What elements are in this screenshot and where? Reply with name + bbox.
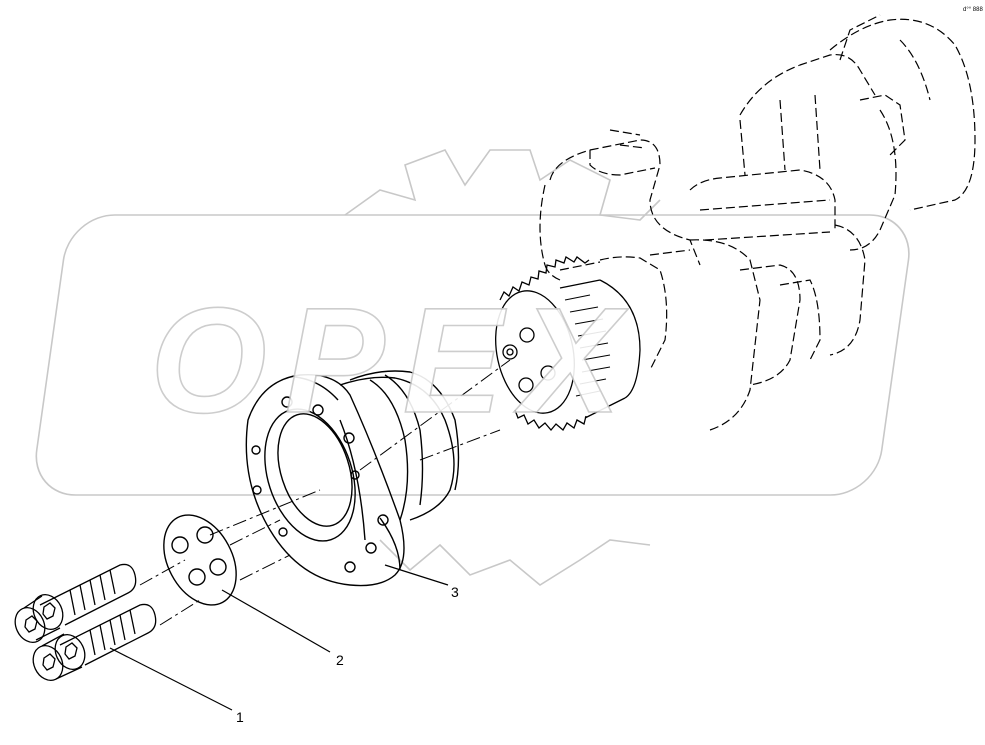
- hub-barrel: [339, 376, 455, 521]
- flange-bolt-hole: [251, 445, 261, 455]
- part-3-hub: [245, 370, 460, 587]
- flange-bolt-hole: [281, 396, 293, 408]
- washer-hole: [188, 568, 206, 586]
- callout-3: 3: [451, 584, 459, 600]
- leader-line-3: [384, 564, 449, 586]
- flange-bolt-hole: [377, 514, 389, 526]
- flange-bolt-hole: [278, 527, 288, 537]
- washer-hole: [171, 536, 189, 554]
- leader-line-2: [221, 589, 331, 653]
- watermark-frame: [35, 214, 910, 496]
- callout-2: 2: [336, 652, 344, 668]
- flange-bolt-hole: [365, 542, 377, 554]
- gear-helical-lines: [564, 294, 611, 397]
- gear-face: [495, 290, 575, 414]
- crankshaft-phantom: [539, 14, 976, 431]
- flange-bolt-hole: [350, 470, 360, 480]
- flange-bolt-hole: [344, 561, 356, 573]
- gear-bolt-hole: [518, 377, 534, 393]
- leader-lines: [109, 564, 449, 711]
- crankshaft-gear: [495, 256, 641, 432]
- gear-bolt-hole: [502, 344, 518, 360]
- reference-code: d°° 888: [963, 7, 983, 13]
- gear-teeth-front: [499, 256, 590, 301]
- flange-bolt-hole: [343, 432, 355, 444]
- gear-bolt-hole: [540, 365, 556, 381]
- gear-teeth-bottom: [514, 409, 587, 432]
- callout-1: 1: [236, 709, 244, 725]
- hub-flange-outline: [245, 373, 405, 587]
- hub-bore: [264, 408, 356, 542]
- assembly-axis-lines: [139, 359, 511, 626]
- washer-hole: [196, 526, 214, 544]
- leader-line-1: [109, 647, 233, 711]
- flange-bolt-hole: [312, 404, 324, 416]
- watermark-graphic: [35, 149, 910, 586]
- flange-bolt-hole: [252, 485, 262, 495]
- watermark-gear-bottom: [379, 539, 651, 586]
- gear-bolt-hole: [519, 327, 535, 343]
- part-1-screws: [14, 563, 157, 682]
- watermark-text: OPEX: [149, 275, 639, 445]
- part-2-washer: [163, 514, 237, 606]
- washer-hole: [209, 558, 227, 576]
- watermark-gear-outline: [344, 149, 661, 221]
